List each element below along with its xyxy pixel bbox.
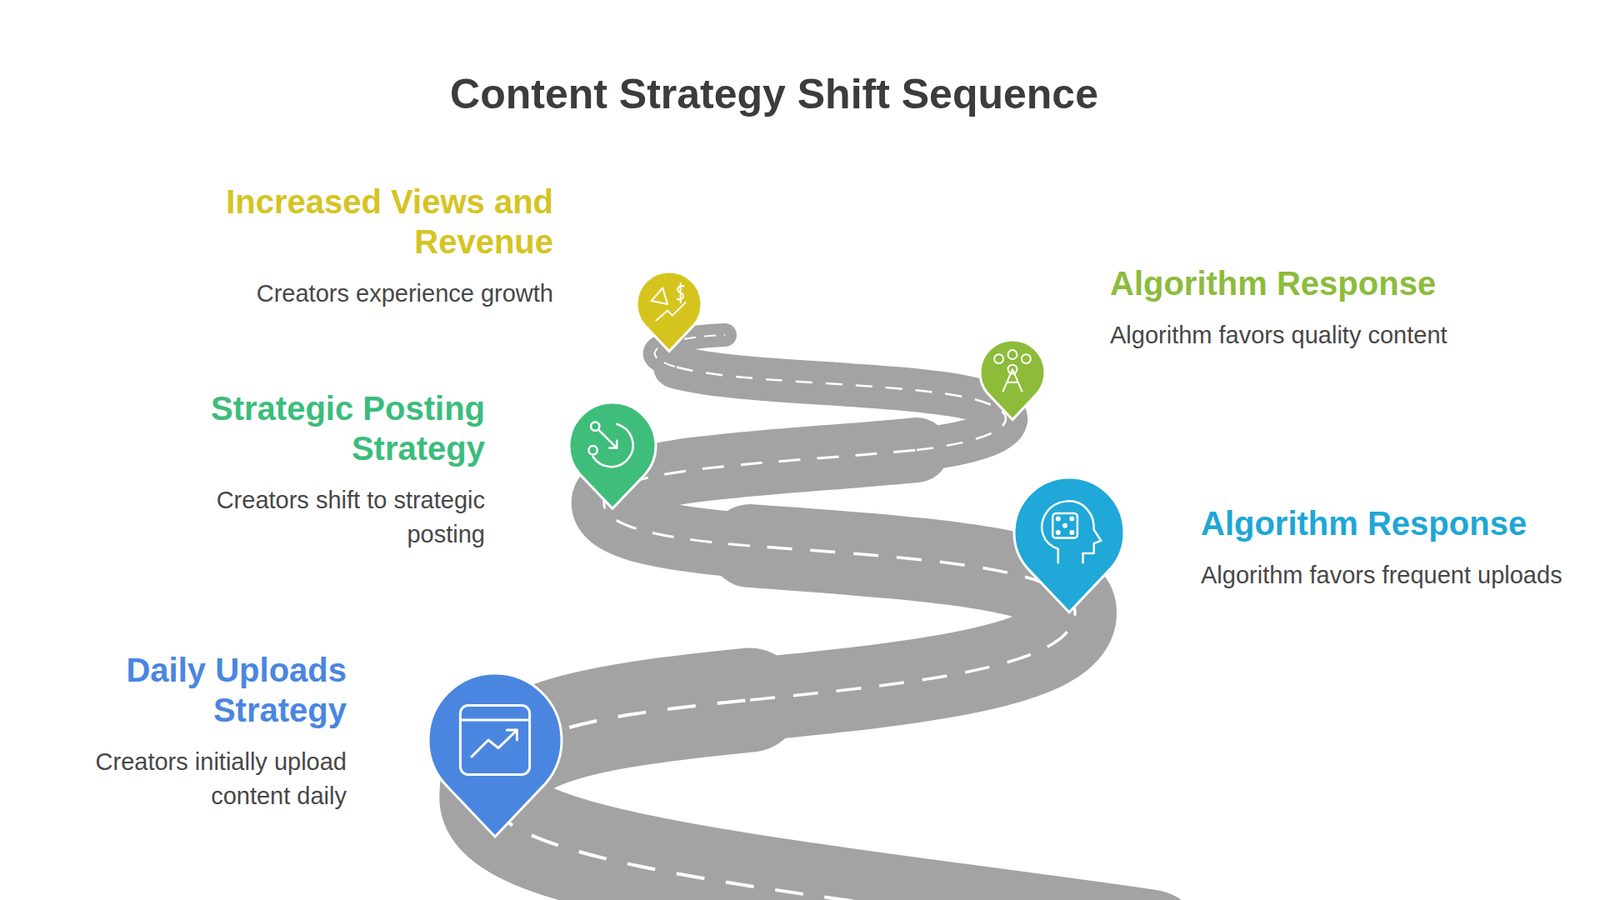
milestone-heading: Strategic Posting Strategy [135,388,485,469]
milestone-label: Algorithm ResponseAlgorithm favors quali… [1110,263,1469,353]
pin-marker [1014,477,1125,613]
milestone-description: Creators experience growth [178,276,554,311]
milestone-description: Algorithm favors quality content [1110,318,1469,353]
pin-marker [569,402,656,509]
milestone-heading: Algorithm Response [1110,263,1469,304]
milestone-label: Daily Uploads StrategyCreators initially… [21,650,347,813]
road [491,335,1150,900]
milestone-description: Algorithm favors frequent uploads [1200,558,1568,593]
pin-marker [980,340,1045,420]
diagram-title: Content Strategy Shift Sequence [450,70,1099,119]
milestone-heading: Increased Views and Revenue [178,181,554,262]
milestone-heading: Daily Uploads Strategy [21,650,347,730]
road-centerline [491,335,1150,900]
milestone-heading: Algorithm Response [1200,503,1568,544]
milestone-description: Creators initially upload content daily [21,745,347,813]
milestone-label: Algorithm ResponseAlgorithm favors frequ… [1200,503,1568,593]
pin-marker [636,271,702,352]
milestone-label: Increased Views and RevenueCreators expe… [178,181,554,311]
pin-marker [428,673,562,837]
milestone-description: Creators shift to strategic posting [135,483,485,551]
milestone-label: Strategic Posting StrategyCreators shift… [135,388,485,551]
